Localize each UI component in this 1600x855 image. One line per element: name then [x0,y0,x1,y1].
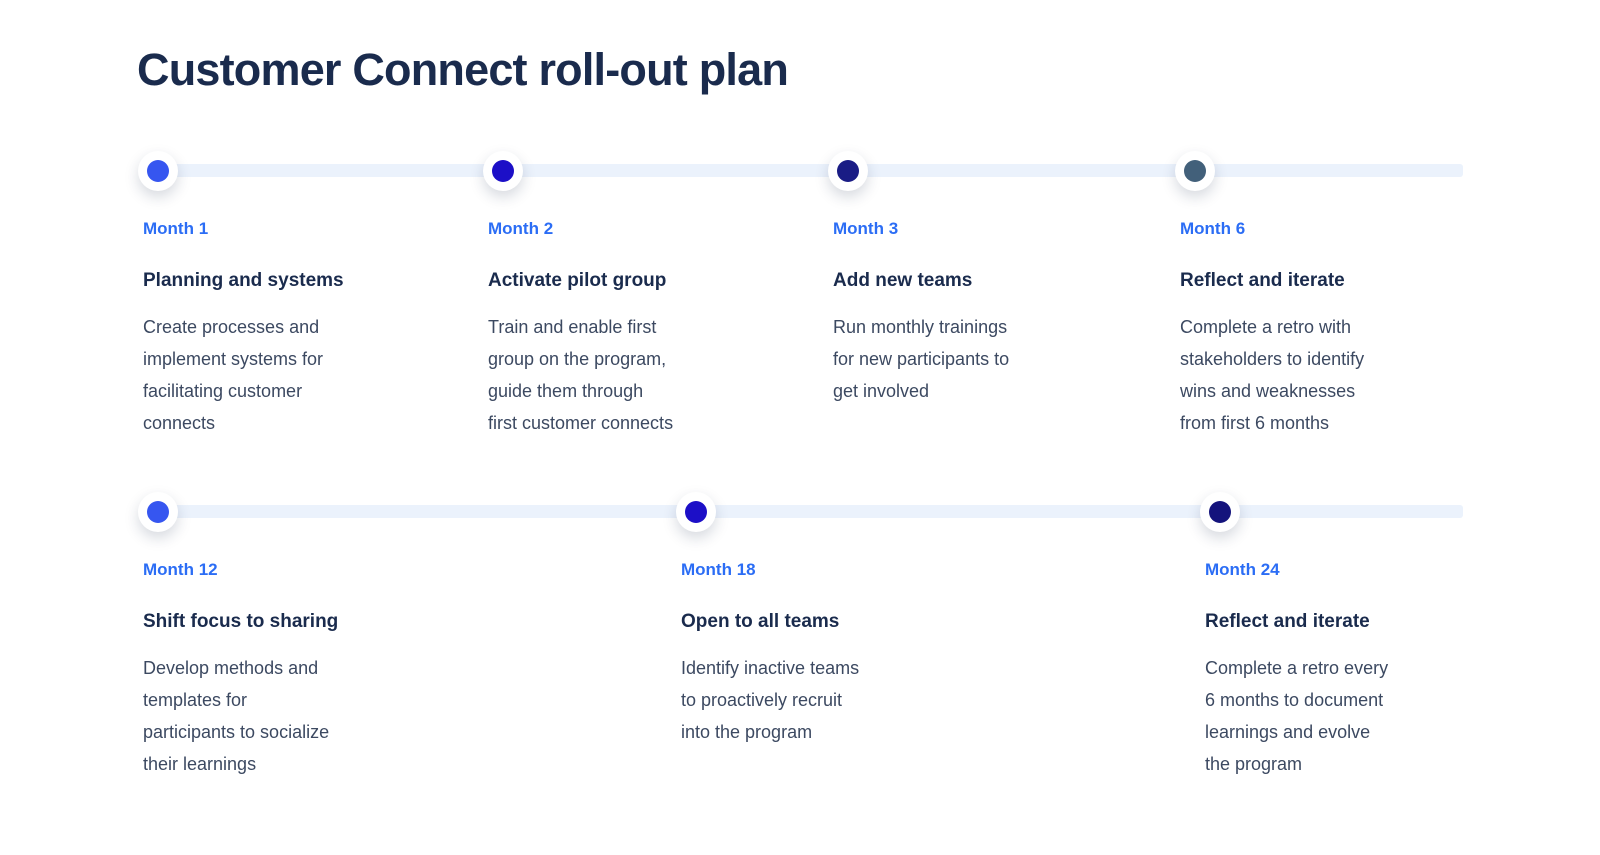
milestone-month-label: Month 2 [488,219,554,238]
milestone-heading: Open to all teams [681,611,840,632]
milestone-dot-fill [837,160,859,182]
timeline-track [158,505,1463,518]
milestone-description: Complete a retro every 6 months to docum… [1205,658,1389,774]
milestone-heading: Shift focus to sharing [143,611,339,632]
milestone-dot [1175,151,1215,191]
milestone-heading: Reflect and iterate [1205,611,1370,632]
milestone-month-label: Month 3 [833,219,899,238]
milestone-month-label: Month 1 [143,219,209,238]
milestone-dot-fill [1209,501,1231,523]
milestone-month-label: Month 18 [681,560,756,579]
milestone-description: Run monthly trainings for new participan… [833,317,1010,401]
milestone-dot-fill [685,501,707,523]
milestone-month-label: Month 24 [1205,560,1280,579]
milestone-dot [483,151,523,191]
milestone-heading: Planning and systems [143,270,344,291]
milestone-description: Complete a retro with stakeholders to id… [1180,317,1365,433]
milestone-month-label: Month 6 [1180,219,1246,238]
milestone-dot [1200,492,1240,532]
milestone-description: Identify inactive teams to proactively r… [681,658,860,742]
milestone-dot-fill [147,160,169,182]
milestone-description: Create processes and implement systems f… [143,317,324,433]
page-title: Customer Connect roll-out plan [137,44,789,95]
milestone-heading: Reflect and iterate [1180,270,1345,291]
milestone-heading: Add new teams [833,270,973,291]
milestone-dot-fill [492,160,514,182]
timeline-track [158,164,1463,177]
milestone-dot-fill [1184,160,1206,182]
milestone-dot [138,151,178,191]
milestone-description: Train and enable first group on the prog… [488,317,674,433]
milestone-heading: Activate pilot group [488,270,667,291]
milestone-dot [676,492,716,532]
milestone-description: Develop methods and templates for partic… [143,658,330,774]
milestone-dot [138,492,178,532]
milestone-month-label: Month 12 [143,560,218,579]
milestone-dot [828,151,868,191]
milestone-dot-fill [147,501,169,523]
